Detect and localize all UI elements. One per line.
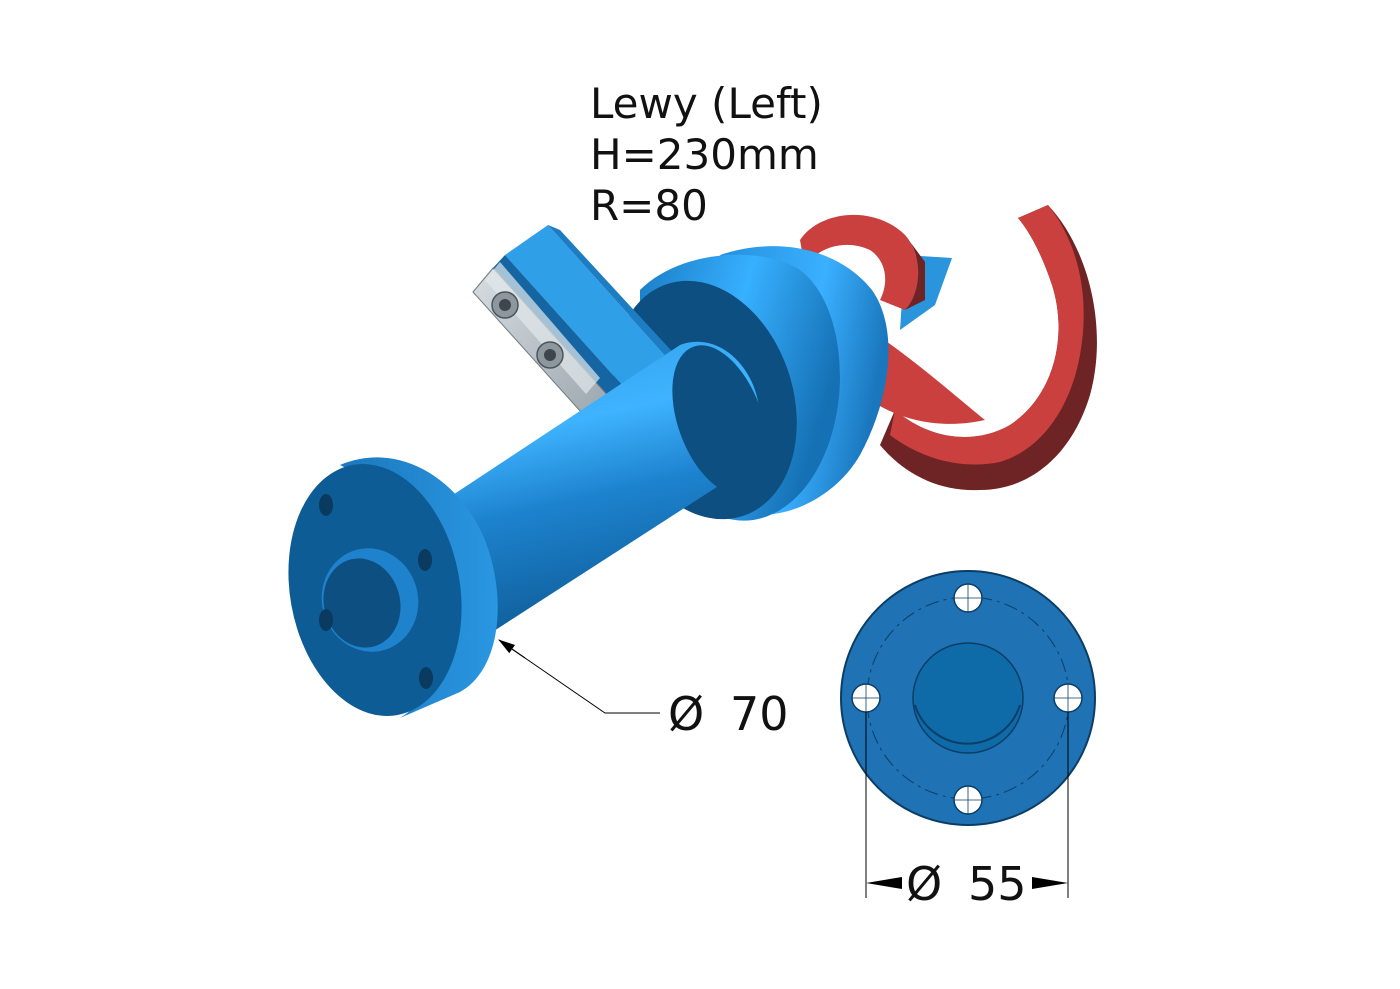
clamp-bracket (472, 225, 680, 423)
bolt-hole-top (953, 583, 983, 613)
dim-value-70: 70 (730, 687, 789, 741)
title-block: Lewy (Left) H=230mm R=80 (590, 79, 823, 230)
flange-hole-1 (319, 494, 333, 516)
bolt-hole-right (1053, 683, 1083, 713)
flange-hole-4 (419, 667, 433, 689)
hook-tine (880, 205, 1097, 491)
title-line-radius: R=80 (590, 181, 708, 230)
diameter-icon: Ø (906, 857, 942, 911)
diameter-icon: Ø (668, 687, 704, 741)
flange-3d (288, 457, 498, 718)
title-line-side: Lewy (Left) (590, 79, 823, 128)
clamp-bolt-lower (536, 341, 564, 369)
title-line-height: H=230mm (590, 130, 819, 179)
dimension-bolt-circle: Ø 55 (865, 712, 1069, 911)
flange-hole-3 (319, 609, 333, 631)
flange-front-view: Ø 55 (840, 570, 1096, 911)
bolt-hole-bottom (953, 785, 983, 815)
dim-label-70: Ø 70 (668, 687, 789, 741)
bolt-hole-left (851, 683, 881, 713)
spigot (912, 642, 1024, 754)
flange-hole-2 (418, 549, 432, 571)
tine-coil (800, 214, 985, 424)
dim-value-55: 55 (968, 857, 1027, 911)
svg-text:Ø: Ø (668, 687, 704, 741)
svg-text:Ø: Ø (906, 857, 942, 911)
leader-flange-diameter (498, 639, 660, 714)
clamp-bolt-upper (491, 291, 519, 319)
isometric-assembly: Ø 70 (288, 205, 1097, 741)
